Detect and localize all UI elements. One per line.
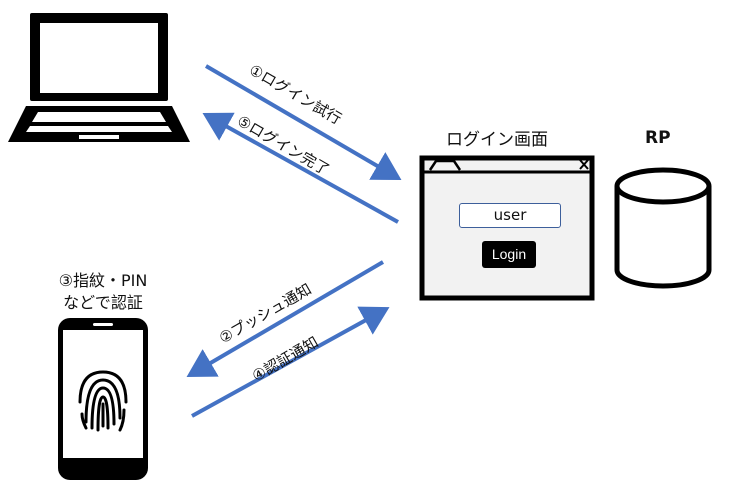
- rp-label: RP: [645, 128, 671, 148]
- laptop-icon: [8, 13, 190, 142]
- arrows: [186, 64, 402, 418]
- login-button[interactable]: Login: [482, 241, 536, 268]
- auth-label-line1: ③指紋・PIN: [58, 271, 148, 290]
- browser-window-icon: [419, 155, 595, 301]
- smartphone-icon: [58, 318, 148, 480]
- arrow-auth-notification: [191, 306, 390, 418]
- fingerprint-icon: [78, 370, 128, 432]
- arrow-login-complete: [202, 112, 399, 224]
- smartphone-auth-label: ③指紋・PIN などで認証: [40, 270, 166, 314]
- arrow-push-notification: [186, 260, 385, 378]
- user-field[interactable]: user: [459, 203, 561, 228]
- database-icon: [614, 167, 712, 289]
- login-screen-title: ログイン画面: [446, 130, 548, 150]
- auth-label-line2: などで認証: [63, 293, 143, 312]
- arrow-login-attempt: [204, 64, 402, 181]
